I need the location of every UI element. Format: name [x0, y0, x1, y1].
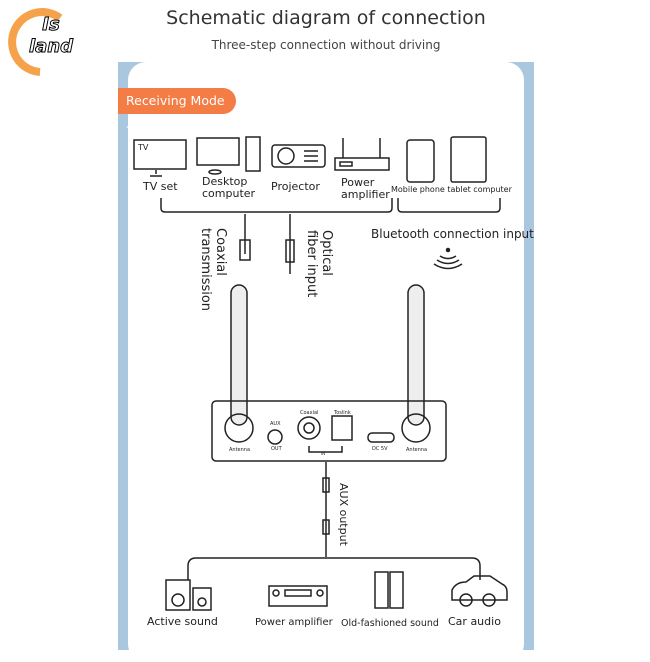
source-label-desktop: Desktop computer: [202, 175, 256, 200]
bluetooth-waves-icon: [433, 247, 463, 270]
tv-icon: [133, 139, 187, 177]
aux-output-label: AUX output: [337, 483, 350, 546]
optical-cable: [285, 214, 295, 274]
tv-screen-text: TV: [138, 143, 149, 152]
port-antenna-left: Antenna: [229, 447, 251, 453]
receiving-mode-badge: Receiving Mode →: [118, 88, 236, 134]
source-label-tv: TV set: [143, 180, 178, 193]
port-aux: AUX: [270, 421, 281, 427]
port-in: IN: [321, 451, 326, 456]
tower-speaker-icon: [374, 571, 404, 609]
port-toslink: Toslink: [334, 410, 351, 416]
port-coaxial: Coaxial: [300, 410, 319, 416]
output-label-power-amplifier: Power amplifier: [255, 617, 333, 628]
logo: Is land: [0, 0, 80, 80]
port-out: OUT: [271, 446, 282, 452]
aux-cable: [322, 462, 330, 557]
output-label-old-fashioned: Old-fashioned sound: [341, 618, 439, 629]
antenna-right: [407, 284, 425, 426]
antenna-left: [230, 284, 248, 426]
page-subtitle: Three-step connection without driving: [211, 38, 441, 52]
header: [118, 0, 534, 62]
output-bracket: [187, 557, 481, 580]
page-title: Schematic diagram of connection: [166, 7, 486, 29]
output-label-active-sound: Active sound: [147, 615, 218, 628]
active-speaker-icon: [165, 579, 212, 611]
av-receiver-icon: [268, 585, 328, 607]
coaxial-cable: [239, 214, 251, 261]
amplifier-icon: [334, 138, 390, 171]
coaxial-label: Coaxial transmission: [198, 228, 228, 312]
port-dc: DC 5V: [372, 446, 388, 452]
projector-icon: [271, 144, 326, 168]
receiver-device: [211, 400, 447, 462]
bt-bracket: [397, 198, 501, 213]
bluetooth-label: Bluetooth connection input: [371, 227, 534, 241]
diagram-card: [128, 62, 524, 662]
car-icon: [451, 575, 508, 607]
source-label-mobile-tablet: Mobile phone tablet computer: [391, 185, 512, 194]
output-label-car-audio: Car audio: [448, 615, 501, 628]
phone-tablet-icon: [406, 136, 487, 183]
logo-text: Is land: [28, 14, 73, 58]
source-label-amplifier: Power amplifier: [341, 176, 390, 201]
source-label-projector: Projector: [271, 180, 320, 193]
optical-label: Optical fiber input: [304, 230, 334, 298]
port-antenna-right: Antenna: [406, 447, 428, 453]
desktop-computer-icon: [196, 136, 261, 175]
source-bracket: [160, 198, 393, 213]
logo-ring-icon: [8, 8, 63, 76]
